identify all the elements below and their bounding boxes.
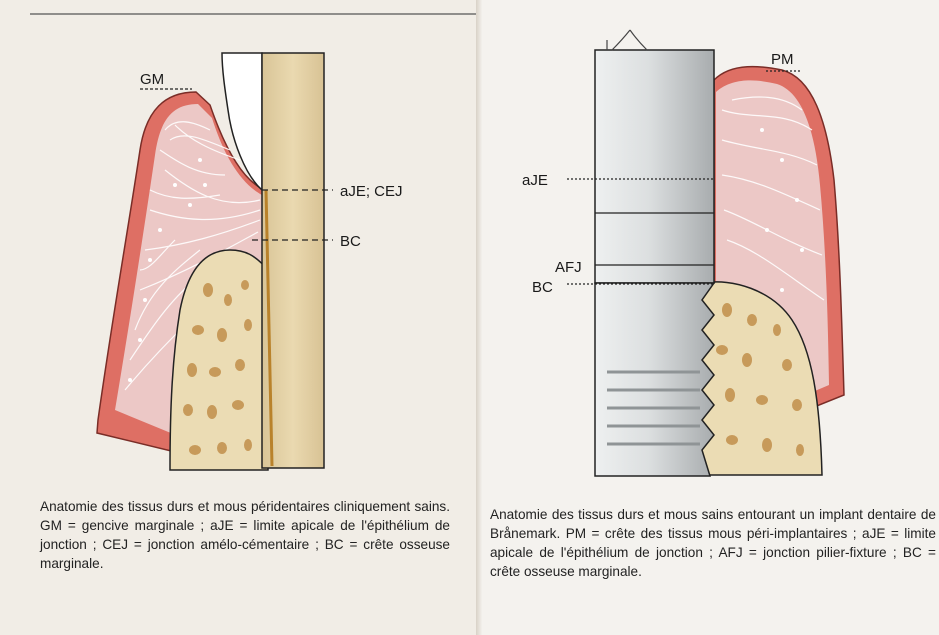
- implant-screw-access-icon: [607, 30, 647, 50]
- label-bc-right: BC: [532, 279, 553, 296]
- label-afj: AFJ: [555, 259, 582, 276]
- implant-fixture: [595, 283, 714, 476]
- label-aje-cej: aJE; CEJ: [340, 183, 403, 200]
- label-aje: aJE: [522, 172, 548, 189]
- implant-abutment: [595, 50, 714, 283]
- left-caption: Anatomie des tissus durs et mous périden…: [40, 497, 450, 573]
- right-figure-panel: PM aJE AFJ BC Anatomie des tissus durs e…: [482, 0, 939, 635]
- right-caption: Anatomie des tissus durs et mous sains e…: [490, 505, 936, 581]
- left-figure-panel: GM aJE; CEJ BC Anatomie des tissus durs …: [0, 0, 478, 635]
- label-bc: BC: [340, 233, 361, 250]
- label-gm: GM: [140, 71, 164, 88]
- label-pm: PM: [771, 51, 794, 68]
